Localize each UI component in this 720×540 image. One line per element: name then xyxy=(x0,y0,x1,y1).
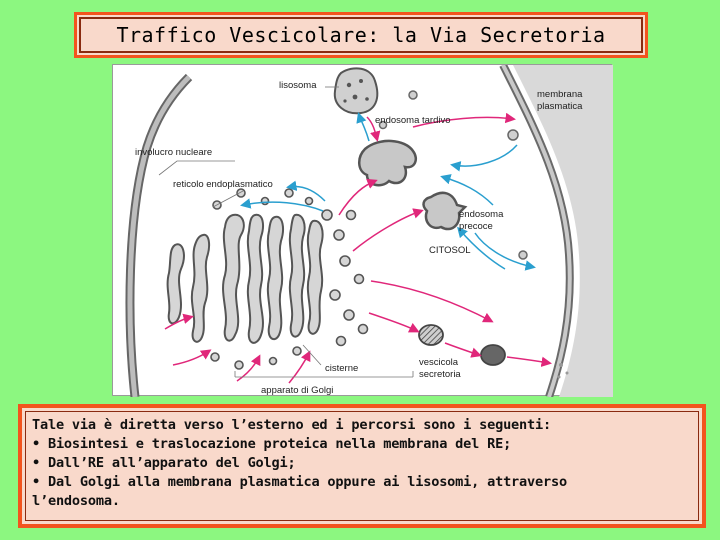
description-line-1: Tale via è diretta verso l’esterno ed i … xyxy=(32,417,551,433)
nuclear-envelope xyxy=(125,73,193,397)
secreted-granules xyxy=(557,363,569,379)
label-apparato: apparato di Golgi xyxy=(261,385,333,396)
pink-arrows xyxy=(164,112,552,384)
blue-arrows xyxy=(240,112,536,271)
endocytic-vesicles xyxy=(378,90,528,260)
label-endosoma: endosoma xyxy=(459,209,504,220)
late-endosome xyxy=(358,139,417,187)
description-line-2: • Biosintesi e traslocazione proteica ne… xyxy=(32,436,512,452)
diagram-figure: lisosoma membrana plasmatica endosoma ta… xyxy=(112,64,613,397)
label-plasmatica: plasmatica xyxy=(537,101,583,112)
leader-lines xyxy=(158,86,414,378)
label-vescicola: vescicola xyxy=(419,357,459,368)
secretory-pathway-diagram: lisosoma membrana plasmatica endosoma ta… xyxy=(125,65,613,397)
transport-vesicles xyxy=(210,188,369,370)
description-line-5: l’endosoma. xyxy=(32,493,120,509)
secretory-vesicles xyxy=(418,324,506,366)
label-membrana: membrana xyxy=(537,89,583,100)
page-title: Traffico Vescicolare: la Via Secretoria xyxy=(116,23,606,47)
label-involucro: involucro nucleare xyxy=(135,147,212,158)
label-lisosoma: lisosoma xyxy=(279,80,317,91)
description-box: Tale via è diretta verso l’esterno ed i … xyxy=(18,404,706,528)
label-reticolo: reticolo endoplasmatico xyxy=(173,179,273,190)
golgi-apparatus xyxy=(166,213,324,344)
label-precoce: precoce xyxy=(459,221,493,232)
label-secretoria: secretoria xyxy=(419,369,461,380)
lysosome xyxy=(333,67,379,115)
title-box: Traffico Vescicolare: la Via Secretoria xyxy=(74,12,648,58)
label-citosol: CITOSOL xyxy=(429,245,471,256)
label-endosoma-tardivo: endosoma tardivo xyxy=(375,115,451,126)
description-line-3: • Dall’RE all’apparato del Golgi; xyxy=(32,455,296,471)
early-endosome xyxy=(422,191,468,231)
description-line-4: • Dal Golgi alla membrana plasmatica opp… xyxy=(32,474,567,490)
label-cisterne: cisterne xyxy=(325,363,358,374)
